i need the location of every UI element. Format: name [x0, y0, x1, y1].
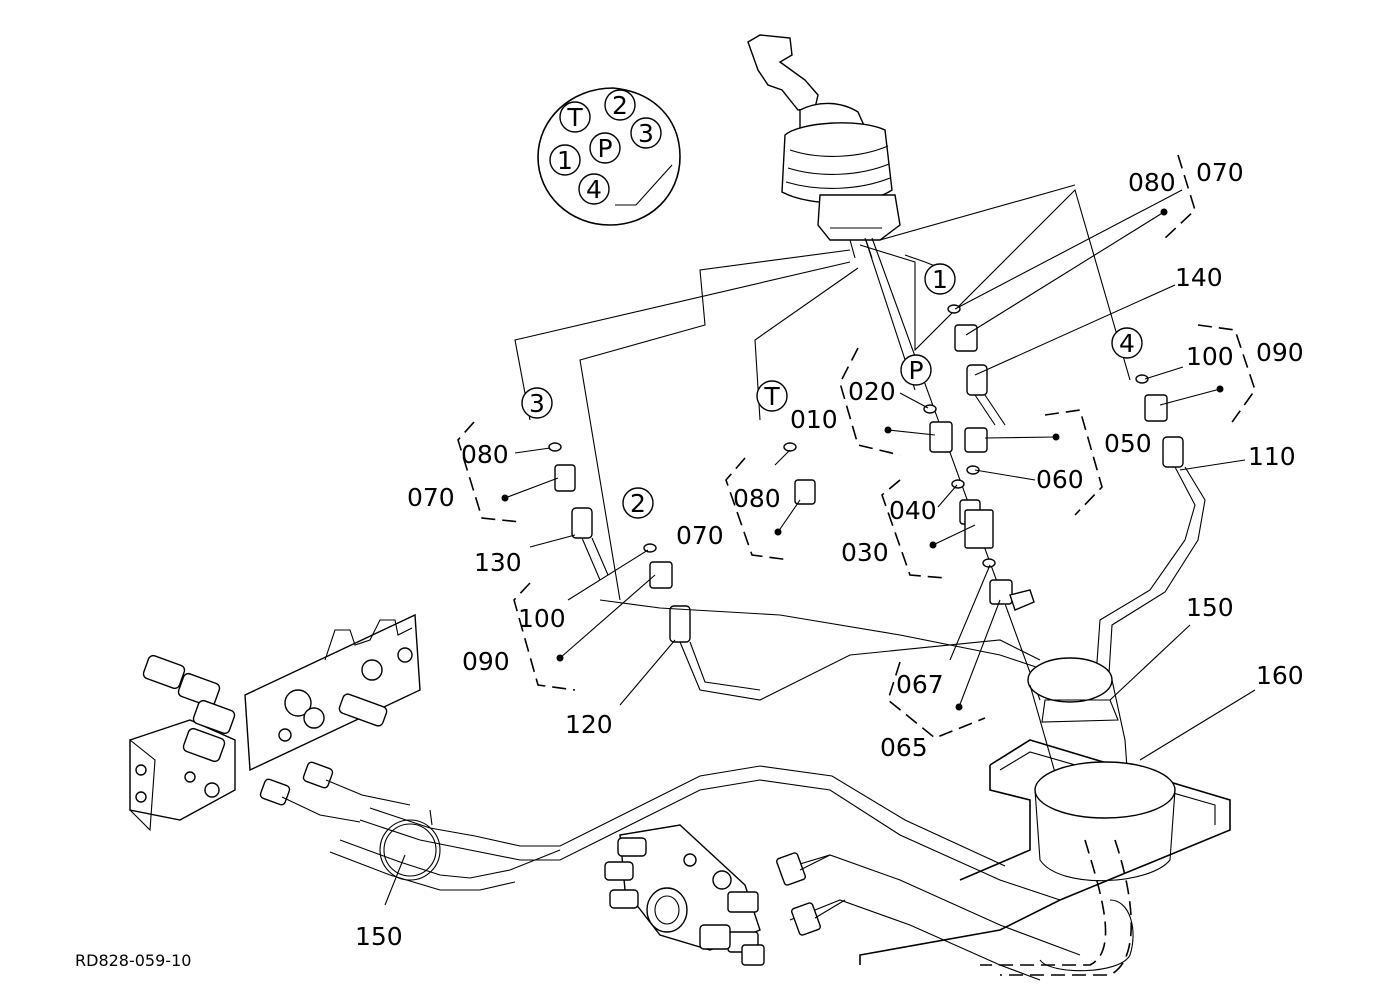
callout-100-left: 100 — [518, 604, 566, 633]
callout-030: 030 — [841, 538, 889, 567]
pilot-hose-routing — [514, 184, 1131, 701]
callout-050: 050 — [1104, 429, 1152, 458]
callout-010: 010 — [790, 405, 838, 434]
left-valve-assembly — [129, 613, 421, 832]
steel-tubes — [329, 765, 1081, 981]
callout-020: 020 — [848, 377, 896, 406]
hose-marker-t: T — [763, 382, 780, 411]
callout-130: 130 — [474, 548, 522, 577]
callout-150-right: 150 — [1186, 593, 1234, 622]
callout-065: 065 — [880, 733, 928, 762]
port-label-2: 2 — [612, 91, 628, 120]
callout-120: 120 — [565, 710, 613, 739]
callout-070-mid: 070 — [676, 521, 724, 550]
callout-110: 110 — [1248, 442, 1296, 471]
callout-160: 160 — [1256, 661, 1304, 690]
callout-080-left: 080 — [461, 440, 509, 469]
leader-lines — [384, 189, 1256, 906]
callout-100-right: 100 — [1186, 342, 1234, 371]
fittings — [548, 304, 1206, 701]
hose-marker-2: 2 — [630, 489, 646, 518]
callout-070-left: 070 — [407, 483, 455, 512]
hose-marker-4: 4 — [1119, 329, 1135, 358]
port-label-4: 4 — [586, 175, 602, 204]
callout-060: 060 — [1036, 465, 1084, 494]
joystick-pilot-valve — [747, 34, 901, 259]
port-label-1: 1 — [557, 146, 573, 175]
callout-140: 140 — [1175, 263, 1223, 292]
hose-marker-3: 3 — [529, 389, 545, 418]
port-label-3: 3 — [638, 119, 654, 148]
callout-090-right: 090 — [1256, 338, 1304, 367]
floor-plate-and-tubes — [859, 657, 1231, 976]
port-label-t: T — [566, 103, 583, 132]
callout-080-top: 080 — [1128, 168, 1176, 197]
hose-marker-p: P — [908, 356, 923, 385]
callout-070-top: 070 — [1196, 158, 1244, 187]
drawing-code: RD828-059-10 — [75, 951, 191, 970]
port-label-p: P — [597, 134, 612, 163]
hose-markers: 1 4 P T 3 2 — [521, 263, 1143, 519]
hose-marker-1: 1 — [932, 265, 948, 294]
callout-067: 067 — [896, 670, 944, 699]
callout-080-mid: 080 — [733, 484, 781, 513]
port-legend: T 2 3 1 P 4 — [537, 87, 681, 226]
callout-150-left: 150 — [355, 922, 403, 951]
callout-labels: 080 070 140 100 090 020 010 050 110 060 … — [355, 158, 1304, 951]
callout-090-left: 090 — [462, 647, 510, 676]
control-valve — [604, 824, 765, 966]
group-brackets — [457, 154, 1256, 739]
callout-040: 040 — [889, 496, 937, 525]
